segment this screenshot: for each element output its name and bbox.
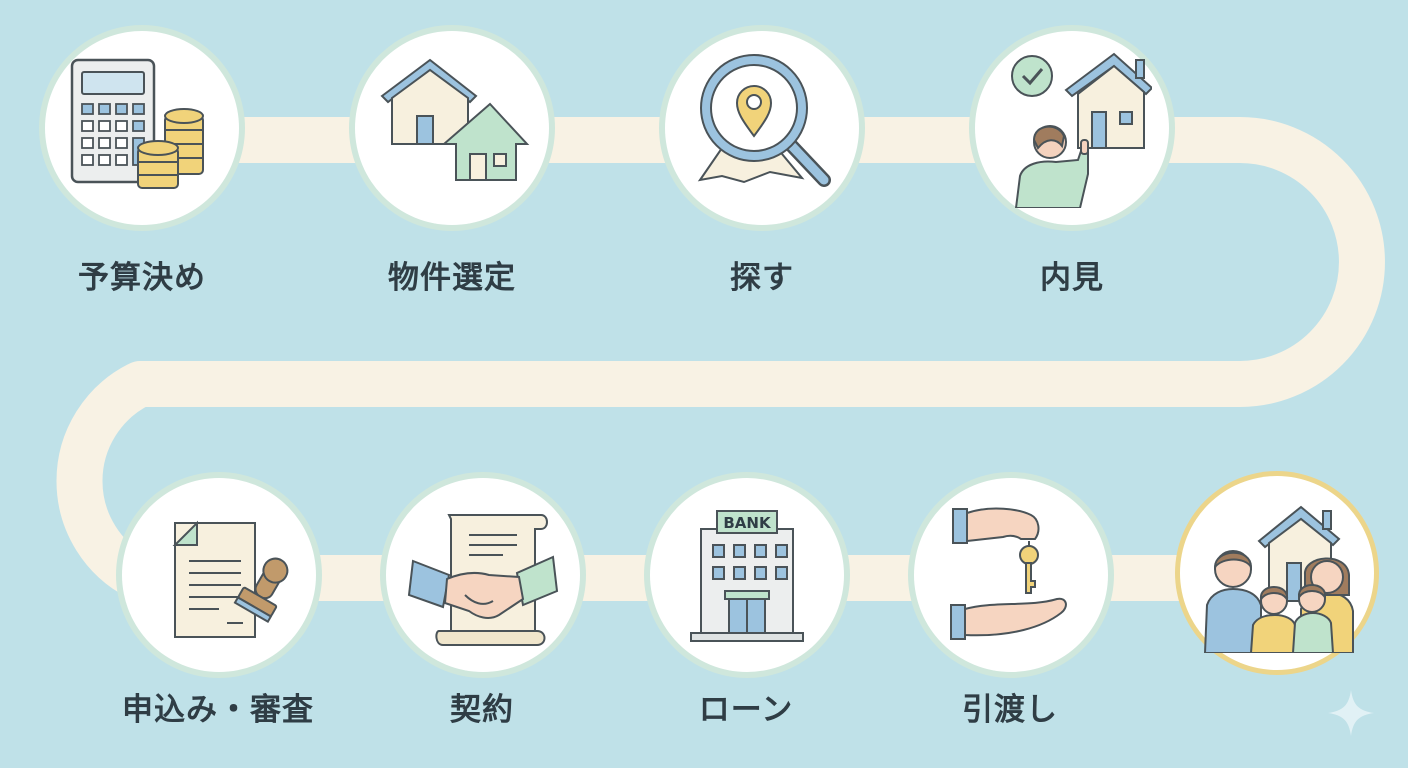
step-label: 物件選定	[388, 260, 516, 296]
step-node-viewing[interactable]	[975, 31, 1169, 225]
step-label: 申込み・審査	[122, 692, 314, 728]
bank-sign-text: BANK	[723, 514, 772, 532]
step-node-search[interactable]	[665, 31, 859, 225]
handshake-contract-icon	[407, 514, 559, 646]
calculator-coins-icon	[70, 58, 204, 189]
sparkle-icon	[1328, 690, 1374, 736]
map-search-pin-icon	[697, 54, 831, 187]
bank-building-icon: BANK	[690, 510, 804, 642]
step-label: 引渡し	[962, 692, 1058, 728]
step-label: 契約	[450, 692, 514, 728]
step-label: 予算決め	[78, 260, 206, 296]
houses-icon	[380, 58, 530, 181]
step-node-budget[interactable]	[45, 31, 239, 225]
family-home-icon	[1203, 505, 1354, 653]
key-handover-icon	[950, 507, 1067, 640]
step-label: ローン	[698, 692, 794, 728]
step-node-contract[interactable]	[386, 478, 580, 672]
step-node-handover[interactable]	[914, 478, 1108, 672]
step-label: 内見	[1040, 260, 1104, 296]
step-node-application-review[interactable]	[122, 478, 316, 672]
document-stamp-icon	[172, 520, 289, 638]
house-viewing-person-icon	[1011, 52, 1152, 208]
step-node-family-home[interactable]	[1180, 476, 1374, 670]
step-node-property-selection[interactable]	[355, 31, 549, 225]
step-node-loan[interactable]: BANK	[650, 478, 844, 672]
step-label: 探す	[730, 260, 794, 296]
